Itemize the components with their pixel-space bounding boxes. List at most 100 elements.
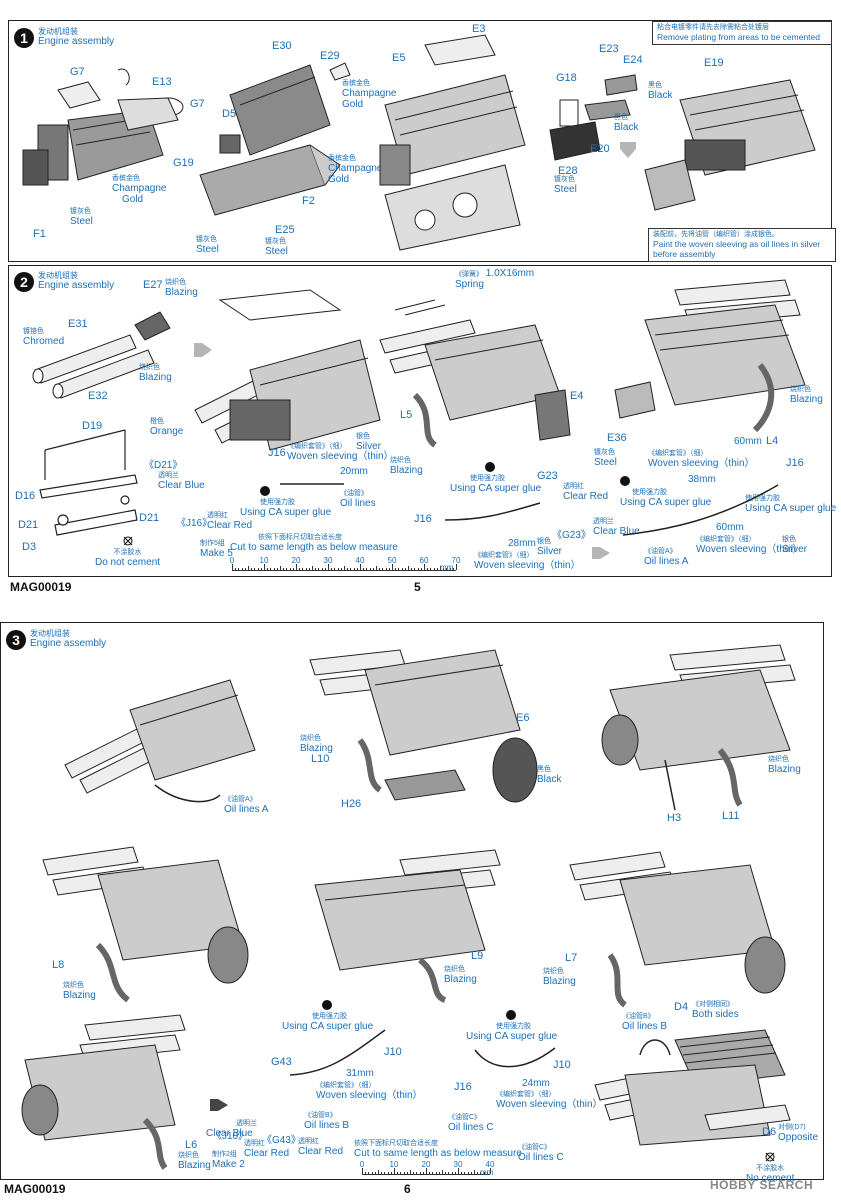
- glue-en: Using CA super glue: [240, 507, 332, 518]
- step3-ruler-tick: [451, 1172, 453, 1174]
- step2-ruler-tick: [401, 568, 403, 570]
- steel-cn-4: 镀灰色: [554, 176, 575, 183]
- step2-engine-drawing-3: [614, 279, 806, 433]
- step2-ruler-tick-label: 40: [355, 556, 365, 565]
- step3-make2-cn: 制作2组: [212, 1151, 237, 1158]
- step3-ruler-tick: [384, 1172, 386, 1174]
- part-D4: D4: [674, 1001, 689, 1013]
- step2-ruler-tick: [427, 568, 429, 570]
- sleeve-en-3: Woven sleeving（thin）: [648, 458, 755, 469]
- step2-ruler-tick: [424, 564, 425, 570]
- step3-j10-bracket: 《J10》: [212, 1131, 249, 1142]
- oil-cn: 《油管》: [340, 490, 368, 497]
- page-number-5: 5: [414, 580, 421, 594]
- part-L8: L8: [52, 959, 65, 971]
- black-cn: 黑色: [648, 82, 662, 89]
- step3-ruler-tick: [483, 1172, 485, 1174]
- step2-ruler-tick: [286, 568, 288, 570]
- step3-sleeve-label-1: 《编织套管》（细） Woven sleeving（thin）: [316, 1082, 423, 1101]
- part-L10: L10: [311, 753, 330, 765]
- step3-opposite: 对侧(D7) Opposite: [778, 1124, 818, 1143]
- step3-glue-en: Using CA super glue: [282, 1021, 374, 1032]
- step3-number: 3: [6, 630, 26, 650]
- step3-sleeve-en: Woven sleeving（thin）: [316, 1090, 423, 1101]
- step2-ruler-tick: [267, 568, 269, 570]
- step2-ruler-tick: [395, 568, 397, 570]
- part-G19: G19: [173, 157, 194, 169]
- step2-no-cement-label: 不涂胶水 Do not cement: [95, 536, 160, 568]
- step2-sleeve-label-3: 《编织套管》（细） Woven sleeving（thin）: [648, 450, 755, 469]
- step2-ruler-tick-label: 20: [291, 556, 301, 565]
- step2-engine-drawing-1: [194, 289, 381, 451]
- part-E20: E20: [590, 143, 610, 155]
- step2-ruler-tick: [414, 568, 416, 570]
- step3-no-cement-en: No cement: [746, 1173, 795, 1184]
- blazing-en-4: Blazing: [790, 394, 823, 405]
- step3-blazing-l6: 烧织色 Blazing: [178, 1152, 211, 1171]
- step2-ruler-tick: [328, 564, 329, 570]
- spring-cn: 《弹簧》: [455, 271, 483, 278]
- step2-ruler-tick: [417, 568, 419, 570]
- part-G18: G18: [556, 72, 577, 84]
- part-E5: E5: [392, 52, 406, 64]
- steel-cn: 镀灰色: [70, 208, 91, 215]
- step2-ruler-tick: [315, 568, 317, 570]
- step3-oil-lines-b-1: 《油管B》 Oil lines B: [304, 1112, 349, 1131]
- step1-mount-drawing: [549, 74, 638, 161]
- step2-ruler-tick: [312, 566, 313, 570]
- step3-ruler-tick: [390, 1172, 392, 1174]
- step2-ruler-tick: [270, 568, 272, 570]
- step3-oilB-en: Oil lines B: [304, 1120, 350, 1131]
- step2-clear-blue-1: 透明兰 Clear Blue: [158, 472, 205, 491]
- clear-blue-cn-2: 透明兰: [593, 518, 614, 525]
- manual-page-6: 3 发动机组装 Engine assembly 《油管A》 Oil lines …: [0, 600, 841, 1200]
- page-number-6: 6: [404, 1182, 411, 1196]
- sleeve-en: Woven sleeving（thin）: [287, 451, 394, 462]
- part-L6: L6: [185, 1139, 198, 1151]
- part-H26: H26: [341, 798, 362, 810]
- step3-oil-line-b: [289, 1029, 386, 1076]
- step3-length-31: 31mm: [346, 1068, 374, 1079]
- step2-ruler-tick: [324, 568, 326, 570]
- step3-title-cn: 发动机组装: [30, 629, 70, 638]
- step2-sleeve-label-4: 《编织套管》（细） Woven sleeving（thin）: [696, 536, 803, 555]
- step3-clear-red-en: Clear Red: [298, 1146, 344, 1157]
- step2-ruler-tick-label: 50: [387, 556, 397, 565]
- blazing-cn-s3c: 烧织色: [63, 982, 84, 989]
- step2-length-28: 28mm: [508, 538, 536, 549]
- clear-red-en: Clear Red: [207, 520, 253, 531]
- step1-champagne-label-3: 香槟金色 Champagne Gold: [328, 155, 382, 185]
- step3-clear-red-en-2: Clear Red: [244, 1148, 290, 1159]
- step1-frame: [8, 20, 832, 262]
- step3-ruler-tick: [371, 1172, 373, 1174]
- step2-ruler-tick: [251, 568, 253, 570]
- black-en: Black: [648, 90, 673, 101]
- step3-sleeve-label-2: 《编织套管》（细） Woven sleeving（thin）: [496, 1091, 603, 1110]
- blazing-en: Blazing: [165, 287, 198, 298]
- step2-ruler-tick: [296, 564, 297, 570]
- step2-orange-label: 橙色 Orange: [150, 418, 183, 437]
- step2-ruler-tick: [235, 568, 237, 570]
- step3-make2-en: Make 2: [212, 1159, 245, 1170]
- step2-ruler-tick: [305, 568, 307, 570]
- orange-cn: 橙色: [150, 418, 164, 425]
- cut-en: Cut to same length as below measure: [230, 542, 398, 553]
- step2-ruler-tick-label: 0: [229, 556, 235, 565]
- clear-blue-en-2: Clear Blue: [593, 526, 640, 537]
- step3-ruler-tick: [432, 1172, 434, 1174]
- part-D21-left: D21: [18, 519, 39, 531]
- blazing-cn-2: 烧织色: [139, 364, 160, 371]
- step3-ruler-tick: [490, 1168, 491, 1174]
- oilA-cn: 《油管A》: [644, 548, 677, 555]
- step2-oil-lines-label: 《油管》 Oil lines: [340, 490, 376, 509]
- step2-ruler-tick: [344, 566, 345, 570]
- blazing-cn-3: 烧织色: [390, 457, 411, 464]
- step1-champagne-label-2: 香槟金色 Champagne Gold: [342, 80, 396, 110]
- part-E28: E28: [558, 165, 578, 177]
- step3-clear-blue: 透明兰 Clear Blue: [206, 1120, 257, 1139]
- step2-length-60b: 60mm: [716, 522, 744, 533]
- step3-ruler-tick: [374, 1172, 376, 1174]
- step3-ruler-tick: [461, 1172, 463, 1174]
- step3-oilC-en-2: Oil lines C: [518, 1152, 564, 1163]
- steel-en-5: Steel: [594, 457, 617, 468]
